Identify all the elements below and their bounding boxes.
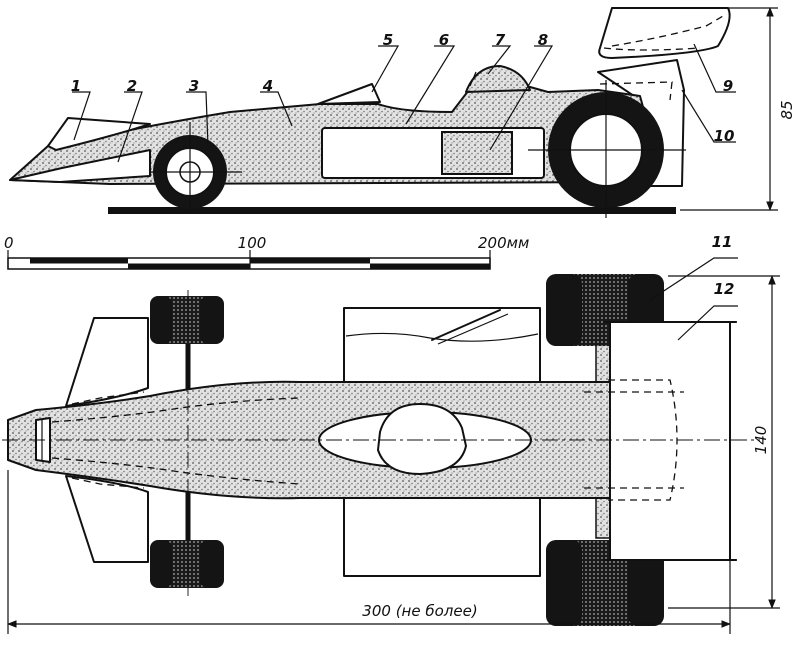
part-label: 5 <box>383 31 393 49</box>
scale-tick-label: 0 <box>4 234 14 252</box>
part-label: 12 <box>714 280 735 298</box>
width-dimension: 140 <box>752 426 770 455</box>
part-label: 1 <box>71 77 81 95</box>
side-pod-top-right <box>343 497 541 577</box>
part-label: 9 <box>723 77 733 95</box>
ground-line <box>108 207 676 214</box>
windscreen <box>317 83 381 105</box>
scale-tick-label: 100 <box>238 234 267 252</box>
part-label: 8 <box>538 31 548 49</box>
part-label: 3 <box>189 77 199 95</box>
scale-tick-label: 200мм <box>478 234 529 252</box>
part-label: 6 <box>439 31 449 49</box>
length-dimension: 300 (не более) <box>362 602 477 620</box>
height-dimension: 85 <box>778 100 796 119</box>
rear-wing <box>598 7 731 59</box>
part-label: 4 <box>262 77 273 95</box>
leader-lines-side <box>72 43 736 163</box>
scale-bar <box>7 250 491 270</box>
side-pod-top-left <box>343 307 541 385</box>
front-wheel-top-left <box>150 296 224 344</box>
radiator <box>441 131 513 175</box>
front-wheel-top-right <box>150 540 224 588</box>
side-view <box>9 7 778 218</box>
part-label: 7 <box>495 31 506 49</box>
top-view <box>2 257 780 634</box>
part-label: 11 <box>712 233 733 251</box>
driver-helmet <box>377 403 467 475</box>
nose-wing <box>47 117 151 151</box>
part-label: 2 <box>127 77 137 95</box>
airbox <box>465 65 531 93</box>
part-label: 10 <box>714 127 735 145</box>
front-wing-top-right <box>65 475 149 563</box>
rear-wing-top <box>609 321 731 561</box>
rear-wheel-top-right <box>546 540 664 626</box>
